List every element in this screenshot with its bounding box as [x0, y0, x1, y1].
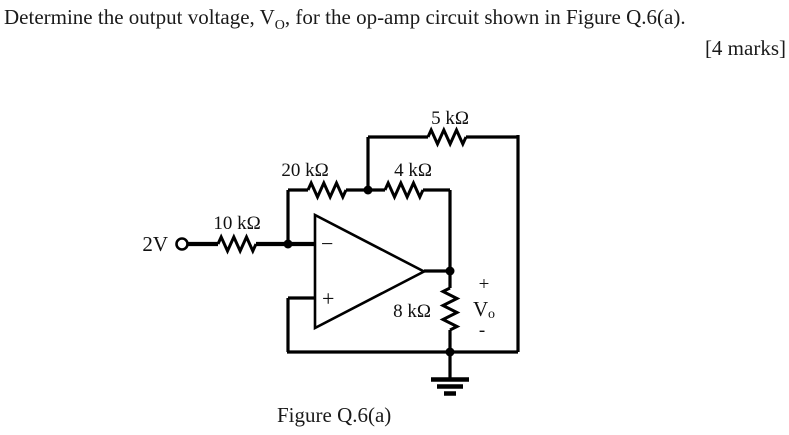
marks-label: [4 marks]	[704, 36, 786, 60]
source-voltage-label: 2V	[142, 232, 168, 256]
figure-caption: Figure Q.6(a)	[277, 403, 392, 427]
output-voltage-subscript: o	[488, 307, 495, 322]
source-terminal-circle	[175, 237, 189, 251]
resistor-20k-zigzag	[306, 179, 348, 201]
resistor-5k-label: 5 kΩ	[431, 108, 469, 129]
junction-dots	[283, 185, 455, 357]
output-plus-sign: +	[479, 274, 490, 295]
resistor-4k-label: 4 kΩ	[394, 160, 432, 181]
resistor-8k-zigzag	[439, 286, 461, 332]
resistor-10k-zigzag	[216, 233, 258, 255]
resistor-10k-label: 10 kΩ	[213, 213, 260, 234]
resistor-4k-zigzag	[383, 179, 425, 201]
junction-dot-ground-node	[445, 347, 455, 357]
ground-icon	[431, 377, 469, 396]
output-voltage-label: V	[473, 297, 488, 321]
opamp-inverting-sign: −	[321, 231, 333, 256]
resistor-20k-label: 20 kΩ	[281, 160, 328, 181]
junction-dot-mid-node	[363, 185, 373, 195]
question-text: Determine the output voltage, VO, for th…	[4, 5, 784, 34]
output-minus-sign: -	[479, 320, 485, 341]
resistors	[216, 126, 468, 332]
question-part2: , for the op-amp circuit shown in Figure…	[284, 5, 686, 29]
junction-dot-output-node	[445, 266, 455, 276]
opamp-noninverting-sign: +	[322, 286, 334, 311]
question-v-subscript: O	[274, 18, 285, 34]
opamp-triangle	[313, 212, 427, 331]
resistor-8k-label: 8 kΩ	[393, 301, 431, 322]
question-part1: Determine the output voltage, V	[4, 5, 275, 29]
junction-dot-inverting-node	[283, 239, 293, 249]
resistor-5k-zigzag	[426, 126, 468, 148]
